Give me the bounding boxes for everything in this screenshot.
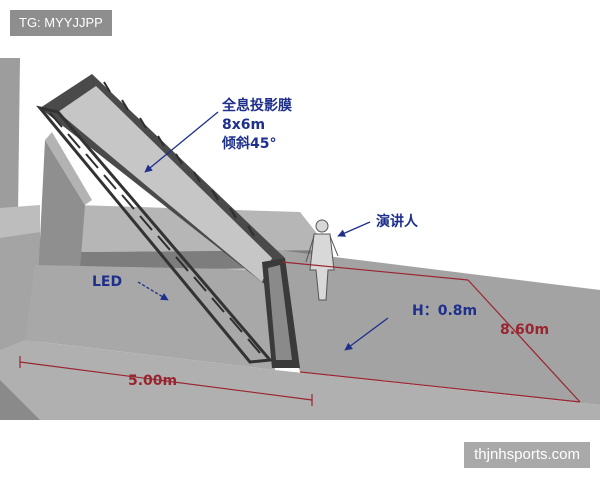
film-pointer-arrow: [144, 111, 219, 173]
back-wall: [0, 58, 20, 230]
led-pointer-arrow: [137, 281, 169, 301]
film-side-frame: [36, 105, 274, 364]
back-platform-top: [0, 205, 40, 240]
film-title-label: 全息投影膜: [222, 98, 292, 114]
dimension-depth: [281, 261, 581, 403]
film-lower-panel: [268, 265, 292, 360]
film-lattice: [49, 81, 261, 354]
led-label: LED: [92, 274, 123, 290]
film-size-label: 8x6m: [222, 117, 266, 133]
left-slab-edge: [45, 132, 92, 205]
watermark-top-badge: TG: MYYJJPP: [10, 10, 112, 36]
width-dimension-label: 5.00m: [128, 373, 178, 389]
depth-dimension-label: 8.60m: [500, 322, 550, 338]
presenter-stage-top: [262, 248, 600, 405]
film-surface: [58, 86, 272, 282]
holographic-film: [36, 74, 300, 368]
film-tilt-label: 倾斜45°: [222, 136, 277, 152]
height-label: H：0.8m: [412, 303, 478, 319]
front-stage-lip: [0, 380, 40, 420]
watermark-bottom-badge: thjnhsports.com: [464, 442, 590, 468]
presenter-pointer-arrow: [337, 221, 371, 237]
presenter-label: 演讲人: [376, 214, 418, 230]
height-pointer-arrow: [344, 317, 389, 351]
front-stage-top: [0, 340, 600, 420]
dimension-width: [19, 356, 313, 406]
presenter-figure: [305, 219, 339, 301]
